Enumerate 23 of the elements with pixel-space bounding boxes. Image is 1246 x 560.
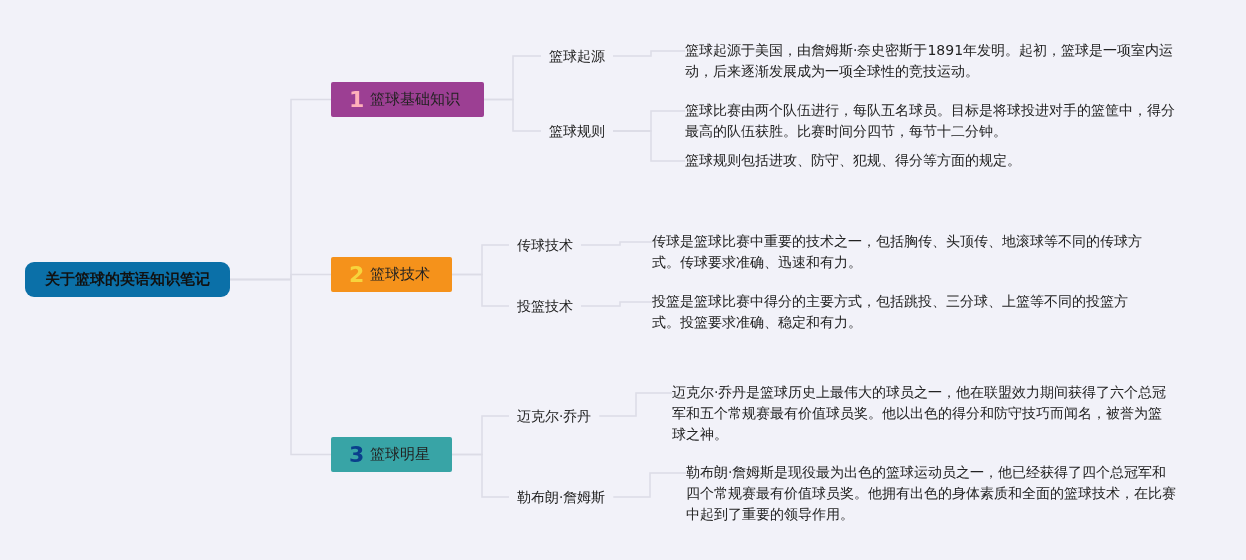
description-text: 传球是篮球比赛中重要的技术之一，包括胸传、头顶传、地滚球等不同的传球方式。传球要求准确、迅速和有力。 bbox=[652, 231, 1142, 273]
subtopic-label: 勒布朗·詹姆斯 bbox=[517, 487, 606, 507]
number-label: 2 bbox=[349, 262, 365, 287]
subtopic-label: 篮球起源 bbox=[549, 46, 605, 66]
description-text: 篮球规则包括进攻、防守、犯规、得分等方面的规定。 bbox=[685, 150, 1175, 171]
topic-label: 篮球技术 bbox=[370, 265, 431, 284]
subtopic-label: 投篮技术 bbox=[517, 296, 573, 316]
subtopic-label: 迈克尔·乔丹 bbox=[517, 406, 592, 426]
topic-label: 篮球基础知识 bbox=[370, 90, 461, 109]
subtopic-label: 传球技术 bbox=[517, 235, 573, 255]
description-text: 迈克尔·乔丹是篮球历史上最伟大的球员之一，他在联盟效力期间获得了六个总冠军和五个常规赛最有价值球员奖。他以出色的得分和防守技巧而闻名，被誉为篮球之神。 bbox=[672, 382, 1172, 445]
subtopic-label: 篮球规则 bbox=[549, 121, 605, 141]
number-label: 3 bbox=[349, 442, 365, 467]
root-topic-box: 关于篮球的英语知识笔记 bbox=[25, 262, 230, 297]
topic-box bbox=[331, 82, 484, 117]
number-label: 1 bbox=[349, 87, 365, 112]
description-text: 投篮是篮球比赛中得分的主要方式，包括跳投、三分球、上篮等不同的投篮方式。投篮要求准确、稳定和有力。 bbox=[652, 291, 1142, 333]
topic-box bbox=[331, 437, 452, 472]
description-text: 勒布朗·詹姆斯是现役最为出色的篮球运动员之一，他已经获得了四个总冠军和四个常规赛最有价值球员奖。他拥有出色的身体素质和全面的篮球技术，在比赛中起到了重要的领导作用。 bbox=[686, 462, 1176, 525]
description-text: 篮球比赛由两个队伍进行，每队五名球员。目标是将球投进对手的篮筐中，得分最高的队伍获胜。比赛时间分四节，每节十二分钟。 bbox=[685, 100, 1175, 142]
topic-box bbox=[331, 257, 452, 292]
description-text: 篮球起源于美国，由詹姆斯·奈史密斯于1891年发明。起初，篮球是一项室内运动，后来逐渐发展成为一项全球性的竞技运动。 bbox=[685, 40, 1175, 82]
topic-label: 篮球明星 bbox=[370, 445, 431, 464]
